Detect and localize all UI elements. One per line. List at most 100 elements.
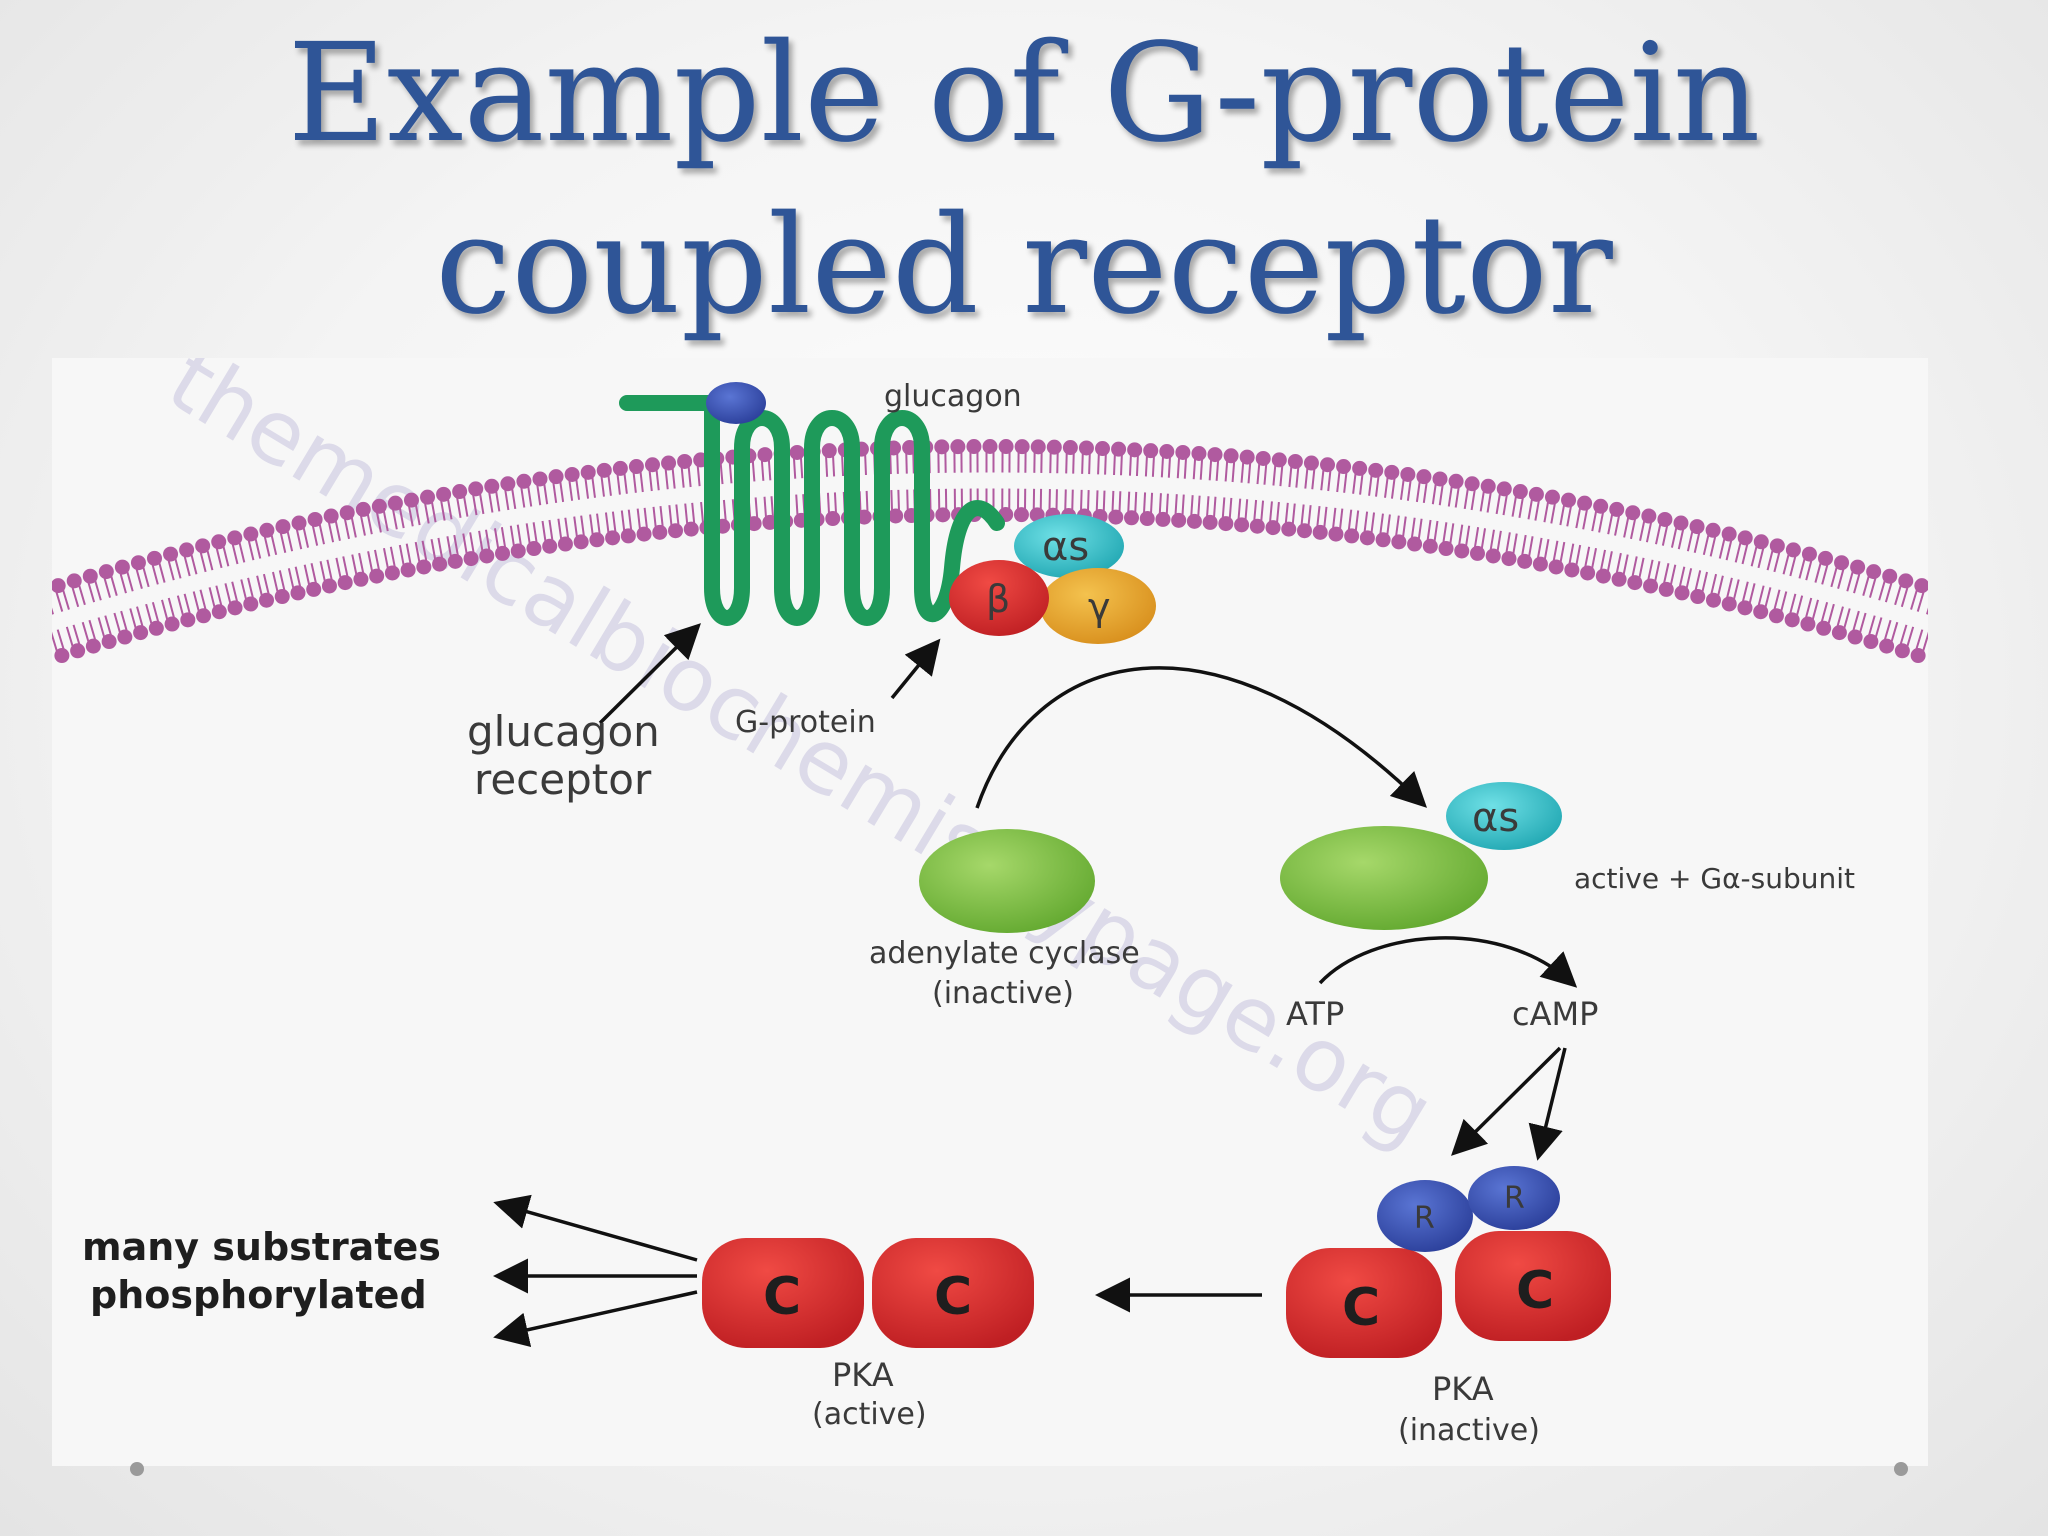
lipid-head xyxy=(1657,511,1673,527)
lipid-head xyxy=(1737,600,1753,616)
lipid-head xyxy=(580,464,596,480)
lipid-head xyxy=(384,565,400,581)
lipid-head xyxy=(935,507,951,523)
lipid-head xyxy=(70,643,86,659)
lipid-head xyxy=(1801,546,1817,562)
lipid-head xyxy=(1737,530,1753,546)
slide-title: Example of G-protein coupled receptor xyxy=(0,8,2048,352)
lipid-head xyxy=(1234,517,1250,533)
lipid-head xyxy=(1784,612,1800,628)
lipid-head xyxy=(548,469,564,485)
lipid-head xyxy=(1171,512,1187,528)
adenylate-cyclase-active xyxy=(1280,826,1488,930)
lipid-head xyxy=(510,543,526,559)
lipid-head xyxy=(227,530,243,546)
lipid-head xyxy=(227,600,243,616)
lipid-head xyxy=(180,612,196,628)
pka-inactive-state-label: (inactive) xyxy=(1398,1413,1540,1448)
receptor-pointer-arrow xyxy=(598,623,701,725)
lipid-head xyxy=(1249,518,1265,534)
lipid-head xyxy=(54,648,70,664)
lipid-head xyxy=(757,447,773,463)
lipid-head xyxy=(557,536,573,552)
lipid-head xyxy=(596,462,612,478)
lipid-head xyxy=(1287,453,1303,469)
lipid-head xyxy=(468,481,484,497)
lipid-head xyxy=(526,541,542,557)
lipid-head xyxy=(762,514,778,530)
lipid-head xyxy=(420,489,436,505)
g-alpha-subunit xyxy=(1014,514,1124,578)
lipid-head xyxy=(982,439,998,454)
substrate-arrow-3 xyxy=(493,1290,698,1347)
lipid-head xyxy=(1485,548,1501,564)
lipid-head xyxy=(1850,559,1866,575)
lipid-head xyxy=(400,562,416,578)
lipid-head xyxy=(463,551,479,567)
lipid-head xyxy=(605,530,621,546)
lipid-head xyxy=(484,478,500,494)
lipid-head xyxy=(146,550,162,566)
lipid-head xyxy=(1407,536,1423,552)
lipid-head xyxy=(164,616,180,632)
lipid-head xyxy=(1384,464,1400,480)
lipid-head xyxy=(1611,571,1627,587)
lipid-head xyxy=(1705,522,1721,538)
pka-regulatory-2 xyxy=(1468,1166,1560,1230)
watermark-text: themedicalbiochemistrypage.org xyxy=(151,358,1451,1165)
lipid-head xyxy=(1202,514,1218,530)
lipid-tail xyxy=(52,607,54,615)
lipid-head xyxy=(243,526,259,542)
lipid-head xyxy=(101,634,117,650)
lipid-head xyxy=(1124,510,1140,526)
lipid-head xyxy=(211,604,227,620)
lipid-head xyxy=(636,526,652,542)
lipid-head xyxy=(1532,556,1548,572)
pka-active-catalytic-1 xyxy=(702,1238,864,1348)
lipid-head xyxy=(1448,473,1464,489)
lipid-head xyxy=(1359,530,1375,546)
lipid-head xyxy=(1721,526,1737,542)
lipid-head xyxy=(1501,551,1517,567)
g-beta-subunit xyxy=(949,560,1049,636)
lipid-head xyxy=(1014,439,1030,455)
lipid-head xyxy=(998,439,1014,455)
lipid-head xyxy=(1368,462,1384,478)
lipid-head xyxy=(1816,620,1832,636)
lipid-head xyxy=(1705,592,1721,608)
lipid-head xyxy=(1271,452,1287,468)
lipid-head xyxy=(746,516,762,532)
active-alpha-s-label: αs xyxy=(1472,795,1519,841)
pka-regulatory-1 xyxy=(1377,1180,1473,1252)
lipid-head xyxy=(52,578,66,594)
lipid-head xyxy=(1422,538,1438,554)
pka-inactive-c-label-2: C xyxy=(1516,1261,1554,1321)
lipid-head xyxy=(321,578,337,594)
lipid-head xyxy=(479,548,495,564)
active-subunit-label: active + Gα-subunit xyxy=(1574,862,1855,895)
lipid-head xyxy=(1643,578,1659,594)
lipid-head xyxy=(1352,460,1368,476)
lipid-head xyxy=(1627,575,1643,591)
lipid-head xyxy=(1863,634,1879,650)
substrates-label-1: many substrates xyxy=(82,1225,441,1269)
lipid-head xyxy=(644,457,660,473)
lipid-head xyxy=(117,629,133,645)
atp-label: ATP xyxy=(1286,995,1344,1033)
lipid-head xyxy=(1914,578,1928,594)
lipid-head xyxy=(98,564,114,580)
lipid-head xyxy=(1528,486,1544,502)
gamma-label: γ xyxy=(1088,585,1111,629)
lipid-head xyxy=(677,453,693,469)
lipid-head xyxy=(500,476,516,492)
lipid-head xyxy=(1879,638,1895,654)
alpha-s-label: αs xyxy=(1042,524,1089,570)
lipid-head xyxy=(416,559,432,575)
lipid-head xyxy=(1320,457,1336,473)
lipid-head xyxy=(1580,565,1596,581)
lipid-head xyxy=(1336,459,1352,475)
lipid-head xyxy=(1674,585,1690,601)
glucagon-label: glucagon xyxy=(884,379,1022,414)
g-gamma-subunit xyxy=(1040,568,1156,644)
glucagon-receptor-label-1: glucagon xyxy=(467,707,660,756)
